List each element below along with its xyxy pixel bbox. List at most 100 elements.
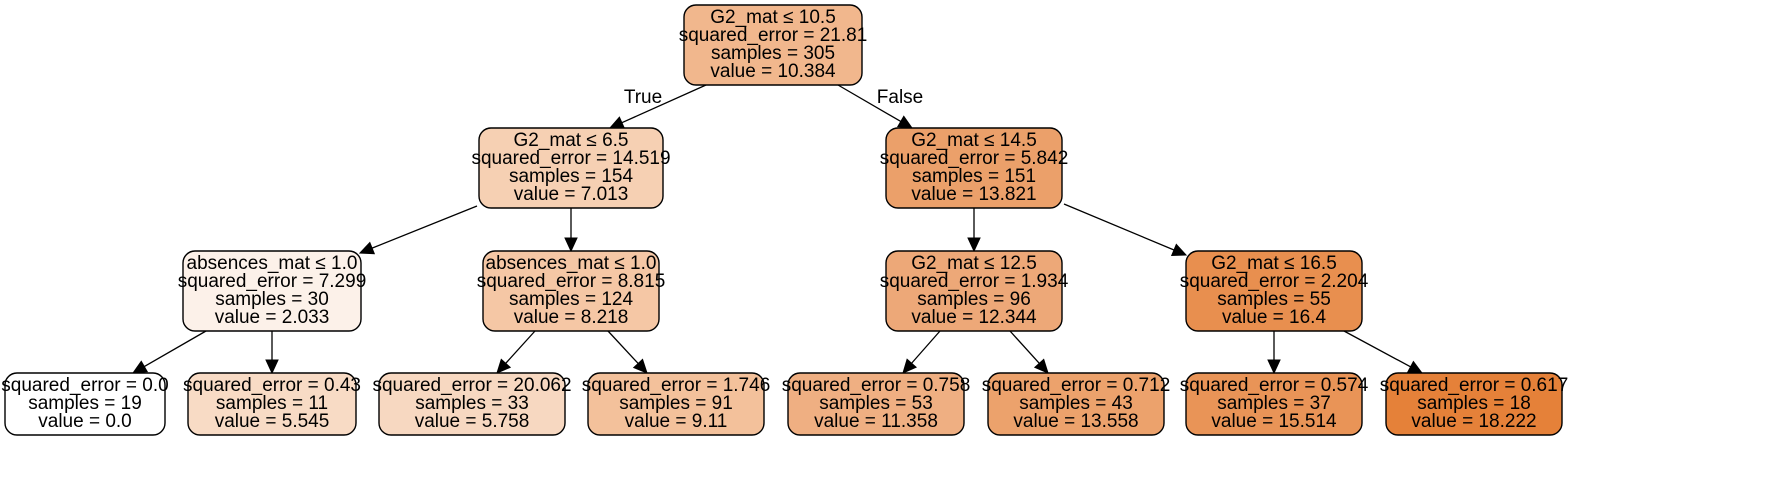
node-line: G2_mat ≤ 6.5	[514, 130, 629, 151]
node-line: samples = 30	[215, 289, 329, 310]
node-line: value = 13.558	[1013, 411, 1138, 432]
edge-line	[143, 330, 207, 368]
node-line: squared_error = 0.758	[782, 375, 971, 396]
node-line: samples = 55	[1217, 289, 1331, 310]
node-line: value = 9.11	[625, 411, 728, 432]
edge-line	[1063, 203, 1175, 251]
node-line: squared_error = 1.934	[880, 271, 1069, 292]
arrowhead-icon	[131, 360, 149, 374]
node-line: G2_mat ≤ 16.5	[1211, 253, 1337, 274]
edge-n12-n13	[1267, 331, 1281, 375]
node-box	[987, 372, 1165, 436]
node-line: samples = 37	[1217, 393, 1331, 414]
node-box	[4, 372, 166, 436]
edge-line	[1343, 330, 1411, 368]
node-line: value = 2.033	[215, 307, 330, 328]
node-line: value = 7.013	[514, 184, 629, 205]
node-line: value = 15.514	[1211, 411, 1337, 432]
node-box	[683, 4, 863, 86]
node-box	[1185, 250, 1363, 332]
arrowhead-icon	[902, 358, 918, 374]
edge-n2-n4	[265, 331, 279, 375]
arrowhead-icon	[564, 237, 578, 253]
arrowhead-icon	[967, 237, 981, 253]
edge-line	[607, 330, 639, 364]
node-line: squared_error = 21.81	[679, 25, 868, 46]
node-line: value = 18.222	[1411, 411, 1536, 432]
node-box	[1185, 372, 1363, 436]
node-line: squared_error = 1.746	[582, 375, 771, 396]
node-line: samples = 18	[1417, 393, 1531, 414]
node-line: squared_error = 8.815	[477, 271, 666, 292]
node-box	[187, 372, 357, 436]
edge-n0-n8: False	[837, 84, 923, 129]
node-line: value = 8.218	[514, 307, 629, 328]
node-line: value = 12.344	[911, 307, 1037, 328]
node-line: squared_error = 0.43	[183, 375, 361, 396]
node-line: samples = 154	[509, 166, 634, 187]
node-line: value = 5.758	[415, 411, 530, 432]
node-line: samples = 305	[711, 43, 835, 64]
node-line: squared_error = 2.204	[1180, 271, 1369, 292]
node-line: absences_mat ≤ 1.0	[187, 253, 358, 274]
node-line: squared_error = 5.842	[880, 148, 1069, 169]
node-box	[182, 250, 362, 332]
edge-line	[371, 205, 478, 249]
edge-label-true: True	[624, 87, 662, 108]
edge-n9-n11	[1009, 330, 1049, 374]
node-line: samples = 96	[917, 289, 1031, 310]
node-line: samples = 151	[912, 166, 1036, 187]
node-line: G2_mat ≤ 10.5	[710, 7, 836, 28]
node-line: value = 16.4	[1222, 307, 1326, 328]
node-line: samples = 124	[509, 289, 634, 310]
edge-n1-n2	[358, 205, 478, 255]
node-line: squared_error = 0.574	[1180, 375, 1369, 396]
edge-line	[911, 330, 941, 364]
node-line: squared_error = 0.0	[1, 375, 168, 396]
node-box	[885, 127, 1063, 209]
node-box	[482, 250, 660, 332]
node-box	[587, 372, 765, 436]
edge-n9-n10	[902, 330, 941, 374]
node-box	[1385, 372, 1563, 436]
edge-n8-n9	[967, 208, 981, 253]
node-line: value = 13.821	[911, 184, 1036, 205]
arrowhead-icon	[1267, 359, 1281, 375]
edge-n1-n5	[564, 208, 578, 253]
edge-line	[837, 84, 902, 123]
node-line: samples = 11	[216, 393, 328, 414]
node-line: samples = 33	[415, 393, 529, 414]
edge-n5-n7	[607, 330, 648, 374]
node-line: absences_mat ≤ 1.0	[486, 253, 657, 274]
edge-n12-n14	[1343, 330, 1424, 374]
node-box	[885, 250, 1063, 332]
node-line: squared_error = 14.519	[471, 148, 670, 169]
edge-n2-n3	[131, 330, 207, 374]
node-line: value = 10.384	[710, 61, 836, 82]
node-line: squared_error = 0.712	[982, 375, 1171, 396]
arrowhead-icon	[496, 358, 512, 374]
node-line: squared_error = 20.062	[372, 375, 571, 396]
arrowhead-icon	[608, 116, 626, 129]
arrowhead-icon	[632, 358, 648, 374]
edge-n5-n6	[496, 330, 536, 374]
edge-line	[505, 330, 536, 364]
node-line: squared_error = 7.299	[178, 271, 367, 292]
edge-line	[1009, 330, 1040, 364]
node-line: samples = 43	[1019, 393, 1133, 414]
node-box	[478, 127, 664, 209]
